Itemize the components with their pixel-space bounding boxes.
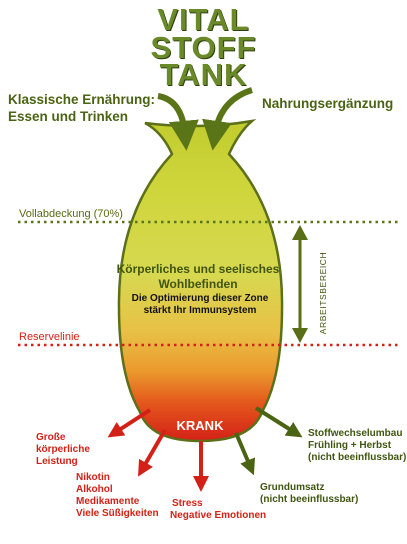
input-right: Nahrungsergänzung bbox=[262, 96, 394, 111]
loss-physical-line: Leistung bbox=[36, 456, 78, 467]
loss-metabolism: Stoffwechselumbau Frühling + Herbst (nic… bbox=[308, 428, 406, 464]
loss-stress-line: Stress bbox=[172, 498, 203, 509]
input-left-line-1: Klassische Ernährung: bbox=[8, 92, 156, 107]
zone-note-line-2: stärkt Ihr Immunsystem bbox=[143, 305, 257, 316]
krank-label: KRANK bbox=[176, 418, 224, 433]
loss-substances-line: Nikotin bbox=[76, 472, 110, 483]
inflow-arrow-right bbox=[202, 87, 253, 151]
zone-label-line-1: Körperliches und seelisches bbox=[116, 262, 280, 276]
loss-metabolism-line: Stoffwechselumbau bbox=[308, 428, 403, 439]
tank-body bbox=[117, 118, 284, 443]
loss-physical: Große körperliche Leistung bbox=[36, 432, 90, 468]
zone-label-line-2: Wohlbefinden bbox=[158, 277, 238, 291]
loss-substances-line: Medikamente bbox=[76, 496, 140, 507]
loss-basal-line: Grundumsatz bbox=[260, 482, 325, 493]
loss-stress: Stress Negative Emotionen bbox=[170, 498, 266, 522]
inflow-arrow-left bbox=[157, 93, 199, 151]
title-line-1: VITAL bbox=[157, 2, 250, 37]
range-arrow-up-head bbox=[292, 225, 308, 240]
loss-substances-line: Alkohol bbox=[76, 484, 113, 495]
range-arrow-down-head bbox=[292, 328, 308, 343]
range-label: ARBEITSBEREICH bbox=[318, 251, 328, 335]
loss-basal-line: (nicht beeinflussbar) bbox=[260, 494, 359, 505]
reserve-label: Reservelinie bbox=[19, 331, 80, 343]
loss-stress-line: Negative Emotionen bbox=[170, 510, 267, 521]
loss-substances: Nikotin Alkohol Medikamente Viele Süßigk… bbox=[76, 472, 159, 520]
title-line-2: STOFF bbox=[150, 30, 257, 65]
loss-basal: Grundumsatz (nicht beeinflussbar) bbox=[260, 482, 358, 506]
outflow-arrow-metabolism bbox=[254, 406, 303, 438]
zone-note-line-1: Die Optimierung dieser Zone bbox=[131, 293, 269, 304]
title-line-3: TANK bbox=[159, 57, 248, 92]
loss-substances-line: Viele Süßigkeiten bbox=[76, 508, 159, 519]
input-left-line-2: Essen und Trinken bbox=[8, 109, 129, 124]
outflow-arrow-substances bbox=[137, 428, 167, 477]
loss-physical-line: körperliche bbox=[36, 444, 90, 455]
loss-metabolism-line: (nicht beeinflussbar) bbox=[308, 452, 407, 463]
full-coverage-label: Vollabdeckung (70%) bbox=[19, 208, 123, 220]
outflow-arrow-physical bbox=[107, 408, 152, 438]
outflow-arrow-basal bbox=[234, 432, 256, 476]
loss-physical-line: Große bbox=[36, 432, 66, 443]
loss-metabolism-line: Frühling + Herbst bbox=[308, 440, 392, 451]
